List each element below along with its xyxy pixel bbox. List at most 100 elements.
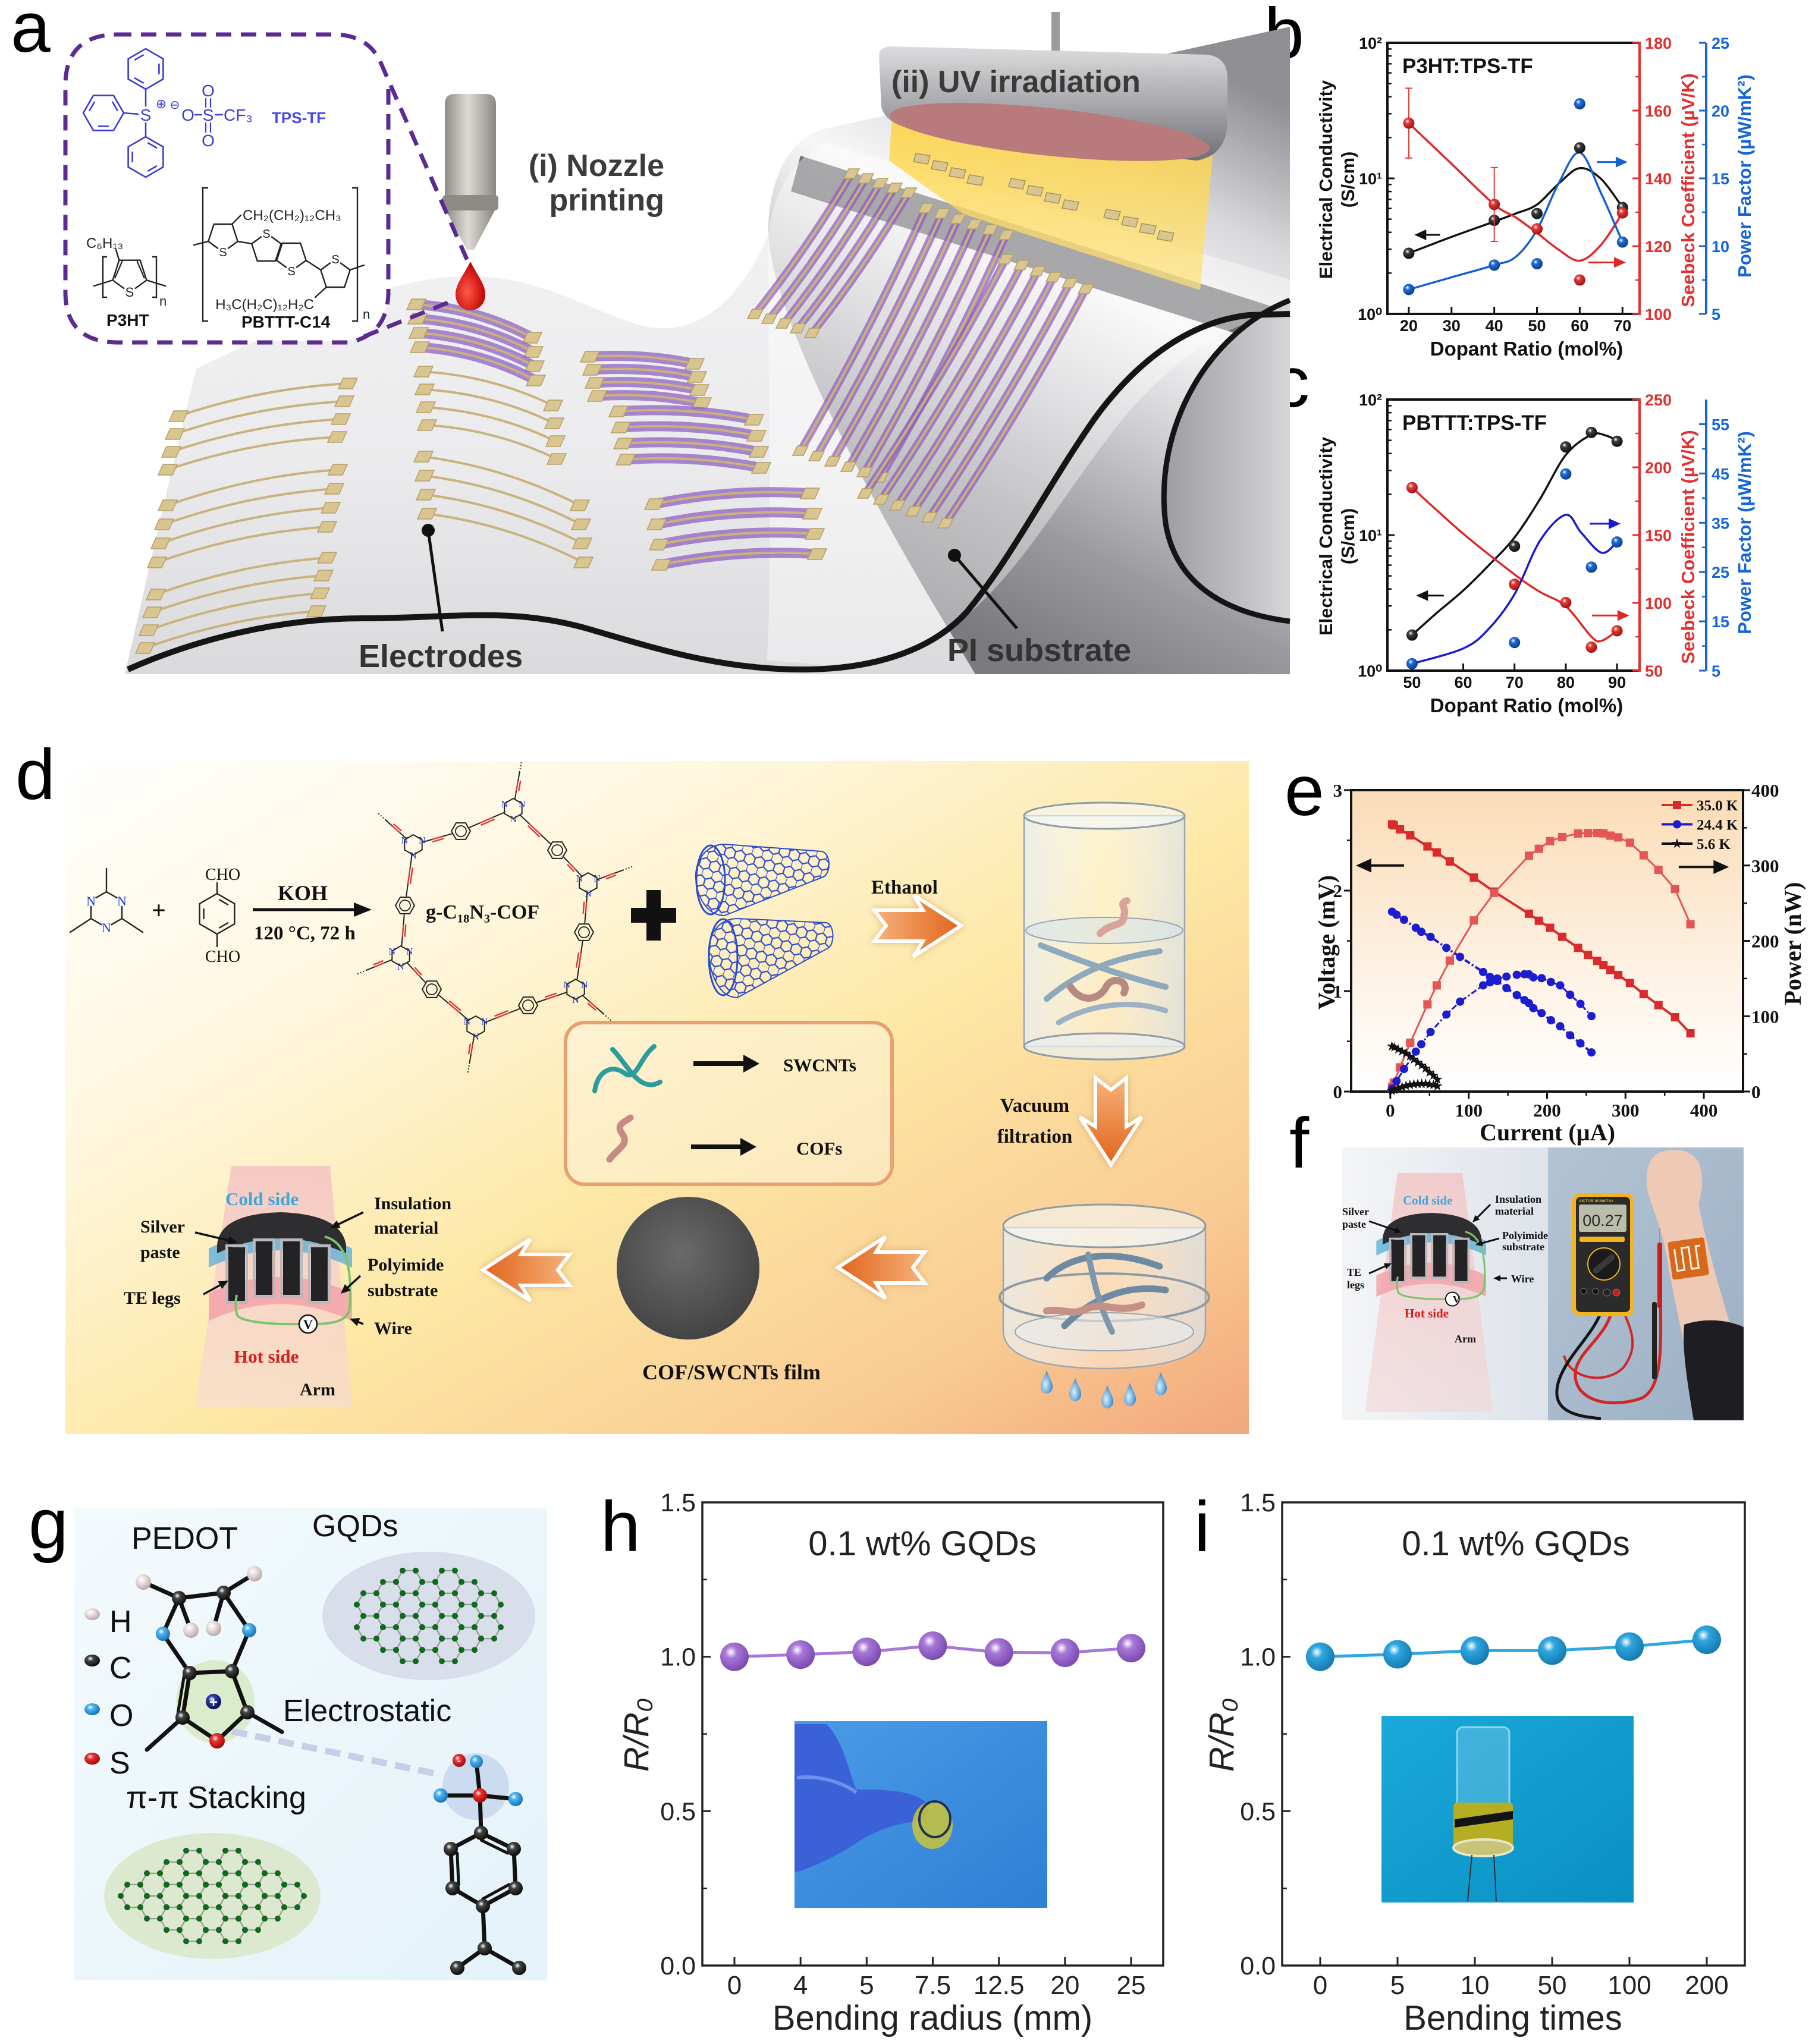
multimeter-buttons: [1580, 1237, 1625, 1242]
single-bond: [520, 815, 530, 825]
label-pointer-head: [1493, 1275, 1500, 1282]
callout-line-upper: [378, 61, 473, 270]
electrode-pad: [613, 438, 634, 449]
nitrogen-atom: N: [401, 836, 408, 846]
panel-label-f: f: [1289, 1103, 1310, 1183]
pbttt-sulfur: S: [287, 265, 295, 278]
label-pointer-shaft: [1480, 1237, 1500, 1245]
carbon-dot: [459, 1601, 464, 1608]
carbon-dot: [216, 1904, 222, 1911]
cylinder-dark-band: [791, 156, 1290, 351]
atom-mask: [123, 286, 136, 299]
te-leg: [311, 1247, 328, 1301]
tosylate-carbon: [445, 1881, 460, 1895]
pedot-atom-c: [175, 1710, 190, 1725]
nozzle-body: [445, 94, 496, 196]
carbon-dot: [183, 1938, 189, 1945]
process-arrow-left: [479, 1237, 574, 1303]
x-tick-label: 60: [1455, 674, 1472, 691]
framework-continuation: [519, 762, 522, 773]
label-pointer-shaft: [1475, 1203, 1491, 1220]
electrode-line: [155, 556, 328, 596]
electrode-line: [661, 551, 818, 566]
electrode-line: [596, 394, 702, 404]
nitrogen-atom: N: [472, 1032, 479, 1042]
data-point-35-0-k-voltage: [1546, 923, 1555, 932]
seebeck-tick-label: 200: [1645, 459, 1672, 477]
data-point: [720, 1642, 749, 1671]
pedot-atom-c: [216, 1586, 231, 1600]
conductivity-tick-label: 10²: [1359, 391, 1382, 409]
label-cold-side: Cold side: [1403, 1193, 1452, 1207]
data-point-24-4-k-power: [1537, 974, 1546, 983]
data-point-5-6-k-voltage: [1405, 1051, 1415, 1061]
double-bond: [134, 77, 145, 84]
single-bond: [614, 869, 624, 874]
carbon-dot: [380, 1647, 386, 1653]
label-pointer-shaft: [194, 1231, 232, 1243]
y-tick-label: 0.0: [660, 1952, 696, 1980]
y-tick-label: 1.0: [660, 1643, 696, 1672]
power-tick-label: 0: [1751, 1081, 1761, 1102]
ink-droplet: [456, 262, 485, 310]
sleeve: [1684, 1320, 1744, 1420]
tosylate-carbon: [474, 1826, 488, 1840]
label-silver-2: paste: [1342, 1218, 1366, 1230]
data-point-35-0-k-power: [1670, 885, 1679, 894]
label-pointer-head: [330, 1220, 341, 1228]
swcnt-nanotubes: [695, 843, 834, 999]
insulation-material: [1383, 1213, 1482, 1245]
carbon-dot: [413, 1613, 419, 1619]
x-axis-title: Dopant Ratio (mol%): [1430, 694, 1623, 716]
data-point-5-6-k-power: [1405, 1079, 1415, 1090]
benzene-linker: [573, 923, 595, 941]
data-point-24-4-k-voltage: [1392, 910, 1401, 919]
carbon-dot: [275, 1916, 281, 1922]
carbon-dot: [459, 1578, 464, 1585]
y-tick-label: 0.5: [1240, 1797, 1276, 1826]
label-hot-side: Hot side: [234, 1346, 299, 1367]
carbon-dot: [196, 1893, 202, 1899]
carbon-dot: [413, 1567, 419, 1574]
data-point-35-0-k-power: [1534, 844, 1543, 853]
pedot-bond: [180, 1671, 192, 1720]
aromatic-circle: [578, 926, 590, 938]
electrode-pad: [326, 431, 348, 443]
carbon-dot: [183, 1893, 189, 1899]
thiophene-ring: [207, 223, 239, 253]
label-wire: Wire: [374, 1319, 412, 1338]
data-point-35-0-k-power: [1639, 851, 1648, 860]
x-axis-title: Bending radius (mm): [773, 1999, 1092, 2037]
power-factor-tick-label: 20: [1712, 102, 1729, 120]
multimeter-jack: [1603, 1288, 1611, 1297]
electrode-set: [413, 451, 594, 568]
triazine-node: [566, 978, 585, 1001]
carbon-dot: [360, 1590, 366, 1596]
panel-label-h: h: [601, 1487, 640, 1567]
data-point-electrical-conductivity: [1611, 435, 1623, 447]
uv-lamp-emitter: [890, 103, 1210, 161]
electrode-pad: [416, 508, 438, 520]
bond: [231, 214, 242, 225]
vinylene-bond: [605, 872, 616, 878]
multimeter-jack: [1580, 1288, 1587, 1295]
bond: [237, 240, 253, 245]
carbon-dot: [242, 1881, 248, 1888]
atom-legend-c: C: [109, 1651, 132, 1685]
pedot-positive-charge: +: [209, 1694, 218, 1710]
legend-label: 5.6 K: [1697, 837, 1731, 853]
legend-label: 35.0 K: [1697, 798, 1738, 814]
water-drop: [1101, 1385, 1113, 1408]
uv-lamp-rod: [1051, 12, 1060, 54]
data-point-24-4-k-power: [1502, 972, 1511, 981]
electrode-line: [620, 424, 757, 437]
atom-legend-s: S: [109, 1746, 130, 1781]
data-point-seebeck-coefficient: [1403, 117, 1415, 129]
carbon-dot: [360, 1636, 366, 1642]
data-point-35-0-k-voltage: [1686, 1029, 1695, 1037]
carbon-dot: [472, 1647, 478, 1653]
conductivity-tick-label: 10⁰: [1358, 306, 1382, 323]
step-nozzle-label-2: printing: [549, 183, 664, 218]
nanotube-opening: [708, 918, 739, 996]
tube-opening: [1452, 1838, 1514, 1857]
